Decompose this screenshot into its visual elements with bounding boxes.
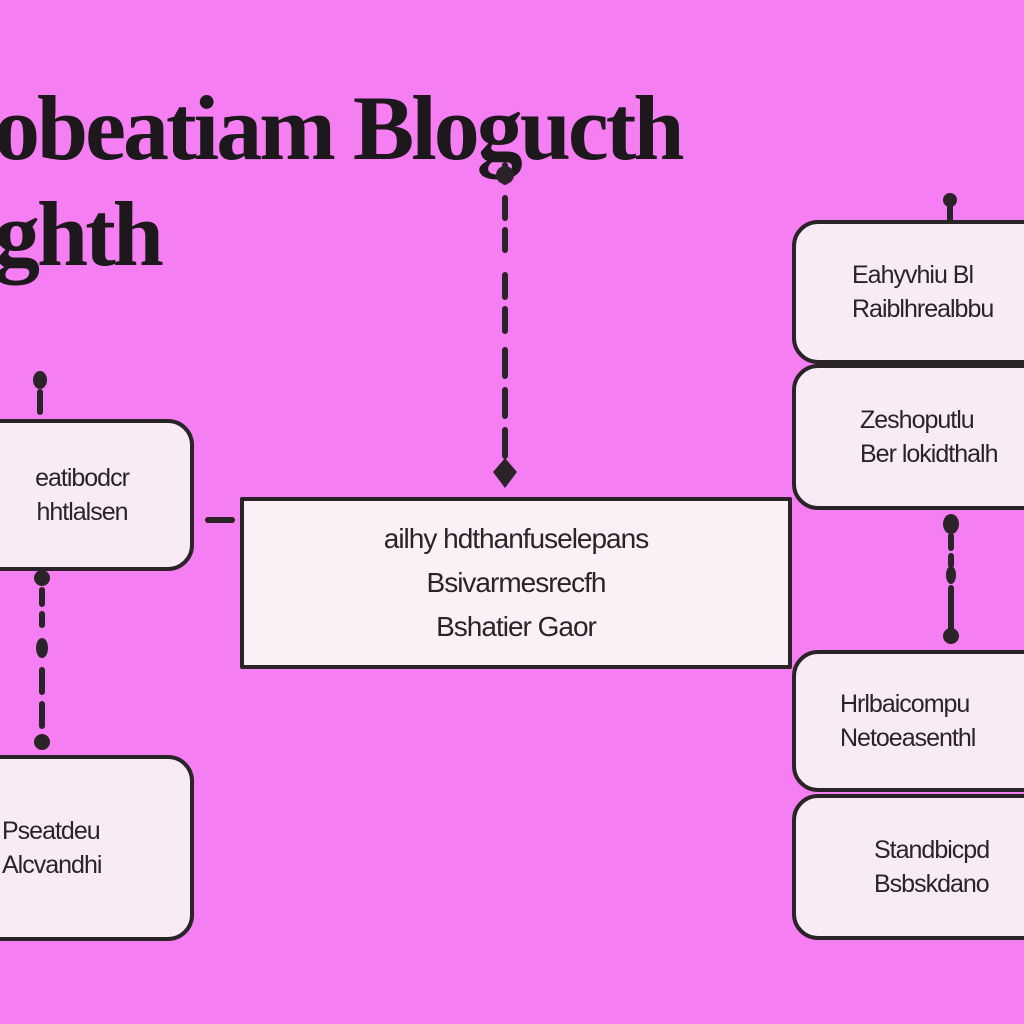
left-bottom-node-line-1: Pseatdeu <box>2 817 101 845</box>
right-node-2-line-1: Zeshoputlu <box>860 406 975 434</box>
left-bottom-node: Pseatdeu Alcvandhi <box>0 755 194 941</box>
diagram-title-line-1: obeatiam Blogucth <box>0 77 685 179</box>
connector-left-vertical <box>34 570 50 750</box>
right-node-2: Zeshoputlu Ber lokidthalh <box>792 364 1024 510</box>
central-node: ailhy hdthanfuselepans Bsivarmesrecfh Bs… <box>240 497 792 669</box>
right-node-3: Hrlbaicompu Netoeasenthl <box>792 650 1024 792</box>
right-node-2-line-2: Ber lokidthalh <box>860 440 998 468</box>
central-node-line-1: ailhy hdthanfuselepans <box>383 523 649 554</box>
right-node-1-line-1: Eahyvhiu Bl <box>852 261 974 289</box>
connector-right-vertical <box>943 514 959 644</box>
right-node-1: Eahyvhiu Bl Raiblhrealbbu <box>792 220 1024 364</box>
right-node-4-line-2: Bsbskdano <box>874 870 990 898</box>
central-node-line-2: Bsivarmesrecfh <box>426 567 607 598</box>
connector-center-top <box>493 162 517 488</box>
connector-right-top-stub <box>943 193 957 225</box>
left-top-node: eatibodcr hhtlalsen <box>0 419 194 571</box>
left-top-node-line-2: hhtlalsen <box>36 498 128 526</box>
connector-left-top-stub <box>33 371 47 415</box>
right-node-3-line-1: Hrlbaicompu <box>840 690 970 718</box>
right-node-4-line-1: Standbicpd <box>874 836 990 864</box>
right-node-3-line-2: Netoeasenthl <box>840 724 976 752</box>
diagram-title-line-2: ghth <box>0 183 164 285</box>
central-node-line-3: Bshatier Gaor <box>436 611 597 642</box>
left-bottom-node-line-2: Alcvandhi <box>2 851 102 879</box>
left-top-node-line-1: eatibodcr <box>35 464 130 492</box>
right-node-4: Standbicpd Bsbskdano <box>792 794 1024 940</box>
right-node-1-line-2: Raiblhrealbbu <box>852 295 994 323</box>
